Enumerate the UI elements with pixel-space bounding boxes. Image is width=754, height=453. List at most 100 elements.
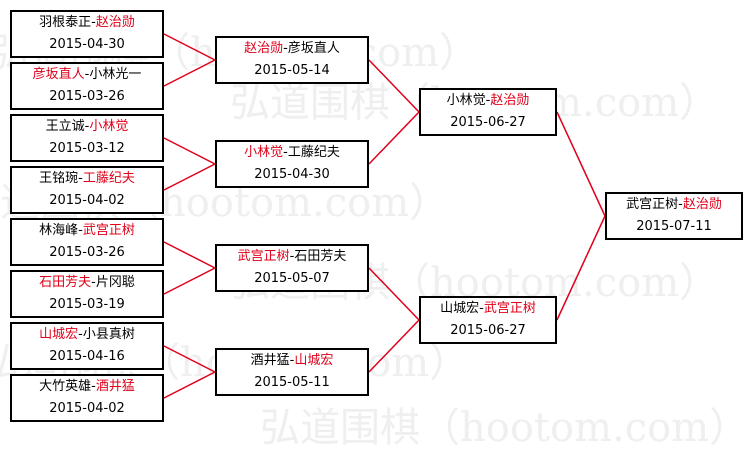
player-name: 山城宏 bbox=[440, 301, 480, 316]
separator: - bbox=[289, 249, 295, 264]
connector-r1m3-r2m2 bbox=[163, 137, 216, 165]
separator: - bbox=[485, 93, 491, 108]
connector-r1m7-r2m4 bbox=[163, 345, 216, 373]
player-name: 彦坂直人 bbox=[32, 67, 85, 82]
separator: - bbox=[283, 41, 288, 56]
match-players: 王立诚-小林觉 bbox=[12, 116, 162, 138]
separator: - bbox=[289, 353, 295, 368]
separator: - bbox=[91, 15, 96, 30]
player-name: 小林觉 bbox=[446, 93, 486, 108]
connector-r3m2-final bbox=[556, 215, 606, 321]
match-date: 2015-03-26 bbox=[49, 89, 125, 104]
match-box-r1m6: 石田芳夫-片冈聪 2015-03-19 bbox=[10, 270, 164, 318]
match-box-r2m1: 赵治勋-彦坂直人 2015-05-14 bbox=[215, 36, 369, 84]
connector-r1m6-r2m3 bbox=[163, 267, 216, 295]
separator: - bbox=[678, 197, 683, 212]
match-box-r3m1: 小林觉-赵治勋 2015-06-27 bbox=[419, 88, 557, 136]
connector-r1m8-r2m4 bbox=[163, 371, 216, 399]
separator: - bbox=[91, 379, 96, 394]
player-name: 小林觉 bbox=[89, 119, 129, 134]
connector-r2m3-r3m2 bbox=[368, 267, 420, 321]
match-players: 山城宏-小县真树 bbox=[12, 324, 162, 346]
connector-r2m1-r3m1 bbox=[368, 59, 420, 113]
match-box-r1m3: 王立诚-小林觉 2015-03-12 bbox=[10, 114, 164, 162]
match-date: 2015-03-26 bbox=[49, 245, 125, 260]
match-date: 2015-04-02 bbox=[49, 401, 125, 416]
match-date: 2015-06-27 bbox=[450, 323, 526, 338]
player-name: 武宫正树 bbox=[82, 223, 135, 238]
match-box-r1m7: 山城宏-小县真树 2015-04-16 bbox=[10, 322, 164, 370]
separator: - bbox=[84, 67, 90, 82]
connector-r3m1-final bbox=[556, 111, 606, 217]
match-date: 2015-03-19 bbox=[49, 297, 125, 312]
match-box-r1m2: 彦坂直人-小林光一 2015-03-26 bbox=[10, 62, 164, 110]
match-date: 2015-04-02 bbox=[49, 193, 125, 208]
separator: - bbox=[283, 145, 288, 160]
match-date: 2015-04-30 bbox=[254, 167, 330, 182]
connector-r1m4-r2m2 bbox=[163, 163, 216, 191]
match-players: 石田芳夫-片冈聪 bbox=[12, 272, 162, 294]
player-name: 酒井猛 bbox=[95, 379, 135, 394]
match-box-r2m2: 小林觉-工藤纪夫 2015-04-30 bbox=[215, 140, 369, 188]
player-name: 武宫正树 bbox=[483, 301, 536, 316]
match-players: 酒井猛-山城宏 bbox=[217, 350, 367, 372]
match-players: 山城宏-武宫正树 bbox=[421, 298, 555, 320]
player-name: 大竹英雄 bbox=[39, 379, 92, 394]
match-players: 武宫正树-石田芳夫 bbox=[217, 246, 367, 268]
match-date: 2015-03-12 bbox=[49, 141, 125, 156]
player-name: 酒井猛 bbox=[250, 353, 290, 368]
match-box-r1m8: 大竹英雄-酒井猛 2015-04-02 bbox=[10, 374, 164, 422]
player-name: 王立诚 bbox=[45, 119, 85, 134]
player-name: 林海峰 bbox=[39, 223, 79, 238]
match-date: 2015-06-27 bbox=[450, 115, 526, 130]
separator: - bbox=[78, 327, 83, 342]
connector-r1m2-r2m1 bbox=[163, 59, 216, 87]
match-box-r2m4: 酒井猛-山城宏 2015-05-11 bbox=[215, 348, 369, 396]
player-name: 彦坂直人 bbox=[287, 41, 340, 56]
player-name: 王铭琬 bbox=[39, 171, 79, 186]
match-players: 彦坂直人-小林光一 bbox=[12, 64, 162, 86]
match-players: 羽根泰正-赵治勋 bbox=[12, 12, 162, 34]
player-name: 石田芳夫 bbox=[39, 275, 92, 290]
match-players: 小林觉-赵治勋 bbox=[421, 90, 555, 112]
player-name: 山城宏 bbox=[39, 327, 79, 342]
connector-r2m2-r3m1 bbox=[368, 111, 420, 165]
separator: - bbox=[91, 275, 96, 290]
player-name: 赵治勋 bbox=[244, 41, 284, 56]
player-name: 赵治勋 bbox=[682, 197, 722, 212]
player-name: 山城宏 bbox=[294, 353, 334, 368]
match-date: 2015-05-14 bbox=[254, 63, 330, 78]
separator: - bbox=[479, 301, 484, 316]
player-name: 工藤纪夫 bbox=[82, 171, 135, 186]
match-players: 赵治勋-彦坂直人 bbox=[217, 38, 367, 60]
player-name: 武宫正树 bbox=[237, 249, 290, 264]
player-name: 赵治勋 bbox=[95, 15, 135, 30]
connector-r2m4-r3m2 bbox=[368, 319, 420, 373]
match-players: 大竹英雄-酒井猛 bbox=[12, 376, 162, 398]
match-players: 王铭琬-工藤纪夫 bbox=[12, 168, 162, 190]
player-name: 武宫正树 bbox=[626, 197, 679, 212]
match-date: 2015-04-30 bbox=[49, 37, 125, 52]
match-players: 小林觉-工藤纪夫 bbox=[217, 142, 367, 164]
match-box-r3m2: 山城宏-武宫正树 2015-06-27 bbox=[419, 296, 557, 344]
match-box-r1m5: 林海峰-武宫正树 2015-03-26 bbox=[10, 218, 164, 266]
separator: - bbox=[78, 223, 83, 238]
player-name: 小林光一 bbox=[89, 67, 142, 82]
player-name: 羽根泰正 bbox=[39, 15, 92, 30]
match-date: 2015-04-16 bbox=[49, 349, 125, 364]
player-name: 小林觉 bbox=[244, 145, 284, 160]
match-players: 武宫正树-赵治勋 bbox=[607, 194, 741, 216]
bracket-connectors bbox=[163, 33, 606, 399]
connector-r1m5-r2m3 bbox=[163, 241, 216, 269]
match-date: 2015-05-11 bbox=[254, 375, 330, 390]
separator: - bbox=[84, 119, 90, 134]
match-players: 林海峰-武宫正树 bbox=[12, 220, 162, 242]
player-name: 片冈聪 bbox=[95, 275, 135, 290]
player-name: 小县真树 bbox=[82, 327, 135, 342]
player-name: 赵治勋 bbox=[490, 93, 530, 108]
player-name: 工藤纪夫 bbox=[287, 145, 340, 160]
player-name: 石田芳夫 bbox=[294, 249, 347, 264]
connector-r1m1-r2m1 bbox=[163, 33, 216, 61]
